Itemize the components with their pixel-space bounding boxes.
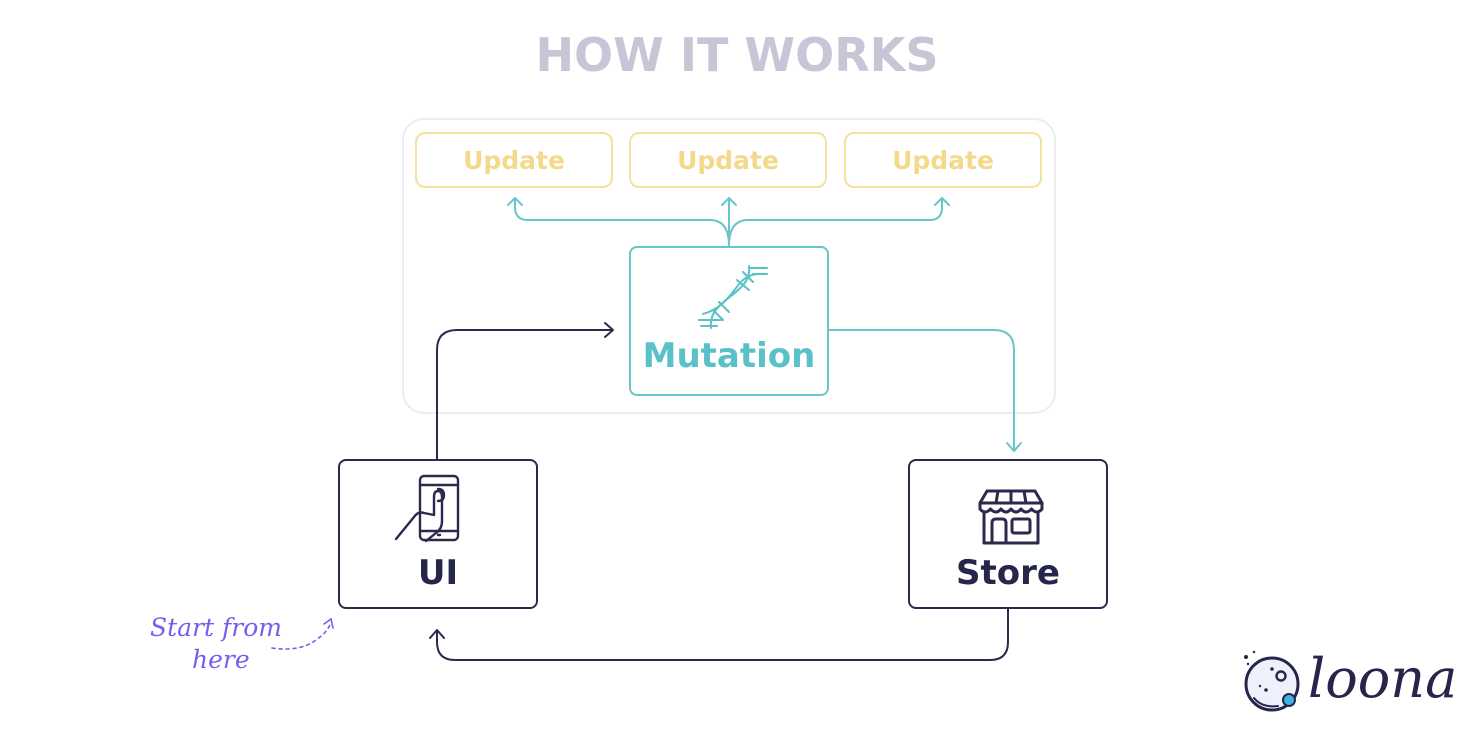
store-node: Store [908,459,1108,609]
store-label: Store [956,553,1060,593]
page-title: HOW IT WORKS [535,28,939,82]
update-box-1: Update [415,132,613,188]
connector-mutation-store [828,329,1015,451]
moon-logo-icon [1244,650,1300,712]
note-dashed-arrow [271,621,332,650]
connector-ui-mutation [436,329,613,460]
arrowhead-update-2 [721,197,737,206]
update-box-3: Update [844,132,1042,188]
note-line-1: Start from [150,613,282,642]
connector-mutation-update-1 [514,197,730,247]
arrowhead-ui [429,629,445,639]
update-box-2: Update [629,132,827,188]
touch-phone-icon [394,474,460,543]
note-arrowhead [323,617,334,629]
mutation-label: Mutation [642,336,816,376]
connector-store-ui [436,608,1009,661]
storefront-icon [978,489,1044,545]
dna-icon [698,265,768,329]
arrowhead-store [1006,442,1022,452]
ui-label: UI [417,553,459,593]
start-from-here-note: Start from here [150,612,290,676]
note-line-2: here [192,645,250,674]
loona-logo: loona. [1240,648,1459,714]
mutation-scope-frame [402,118,1056,414]
connector-mutation-update-3 [728,197,943,247]
mutation-node: Mutation [629,246,829,396]
ui-node: UI [338,459,538,609]
arrowhead-mutation [604,322,614,338]
arrowhead-update-1 [507,197,523,206]
logo-wordmark: loona. [1308,647,1459,710]
arrowhead-update-3 [934,197,950,206]
